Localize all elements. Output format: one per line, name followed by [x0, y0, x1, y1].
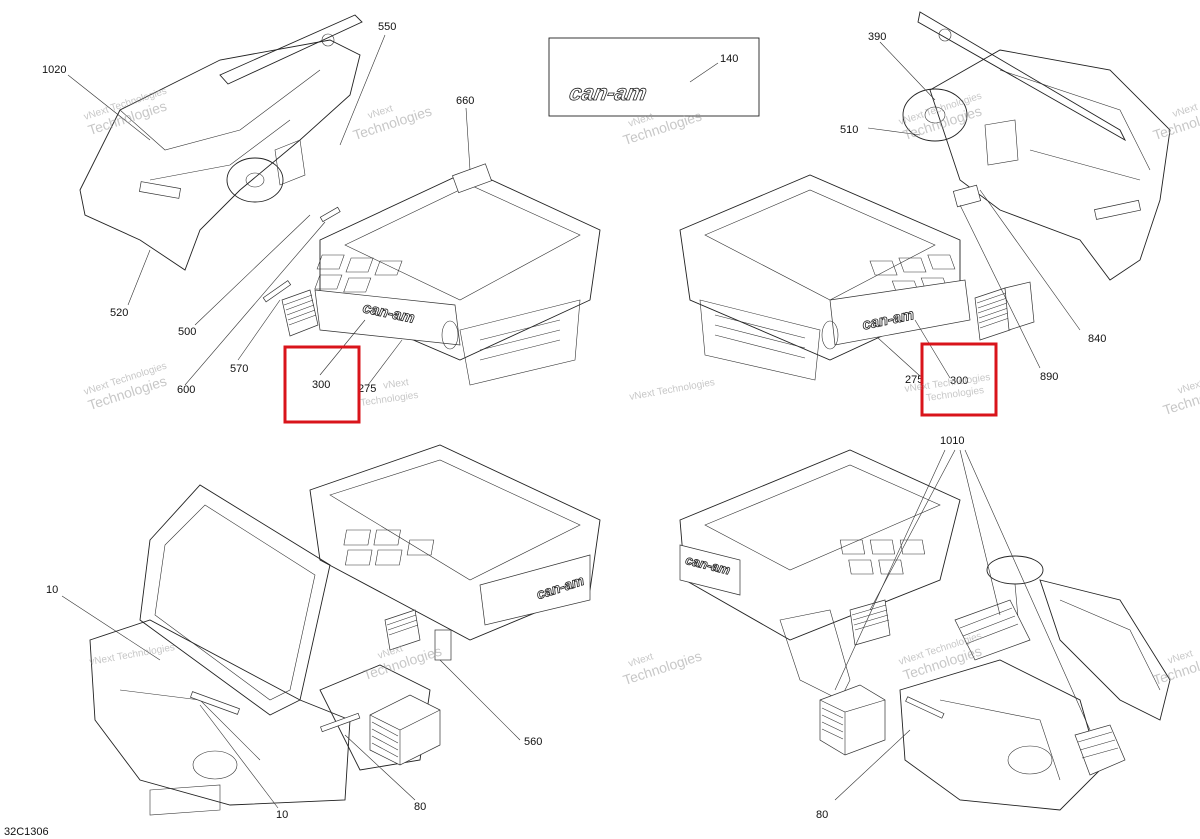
callout-300-right: 300	[950, 375, 968, 387]
decal-box-80-left	[369, 694, 441, 766]
callout-520: 520	[110, 307, 128, 319]
watermarks: vNext Technologies Technologies vNext Te…	[83, 86, 1200, 688]
callout-275-right: 275	[905, 374, 923, 386]
callout-300-left: 300	[312, 379, 330, 391]
highlight-box-left	[283, 345, 361, 424]
watermark-7a: vNext	[383, 377, 410, 391]
callout-390: 390	[868, 31, 886, 43]
callout-550: 550	[378, 21, 396, 33]
callout-890: 890	[1040, 371, 1058, 383]
callout-80-left: 80	[414, 801, 426, 813]
watermark-11a: vNext Technologies	[89, 642, 176, 668]
callout-660: 660	[456, 95, 474, 107]
callout-1010: 1010	[940, 435, 964, 447]
diagram-id: 32C1306	[4, 826, 49, 838]
decal-140-panel: can-am 140	[548, 37, 760, 117]
decal-stack-left	[281, 289, 319, 337]
view-bottom-left: can-am 10 10 560 80	[46, 444, 601, 821]
callout-10-top: 10	[46, 584, 58, 596]
logo-decal-140: can-am	[567, 80, 648, 105]
view-top-left: can-am 1020 550 660 520 500 570 600 300	[42, 14, 601, 424]
view-bottom-right: can-am 1010	[679, 435, 1171, 821]
callout-510: 510	[840, 124, 858, 136]
callout-10-bottom: 10	[276, 809, 288, 821]
callout-840: 840	[1088, 333, 1106, 345]
callout-140: 140	[720, 53, 738, 65]
watermark-8a: vNext Technologies	[629, 377, 716, 403]
callout-600: 600	[177, 384, 195, 396]
decal-stack-right	[974, 281, 1035, 341]
watermark-13b: Technologies	[621, 648, 704, 688]
watermark-3b: Technologies	[621, 108, 704, 148]
callout-1020: 1020	[42, 64, 66, 76]
callout-80-right: 80	[816, 809, 828, 821]
callout-500: 500	[178, 326, 196, 338]
callout-570: 570	[230, 363, 248, 375]
view-top-right: can-am 390 510 840 890 275 300	[679, 11, 1171, 417]
decal-box-80-right	[819, 684, 886, 756]
highlight-box-right	[920, 342, 998, 417]
callout-275-left: 275	[358, 383, 376, 395]
callout-560: 560	[524, 736, 542, 748]
